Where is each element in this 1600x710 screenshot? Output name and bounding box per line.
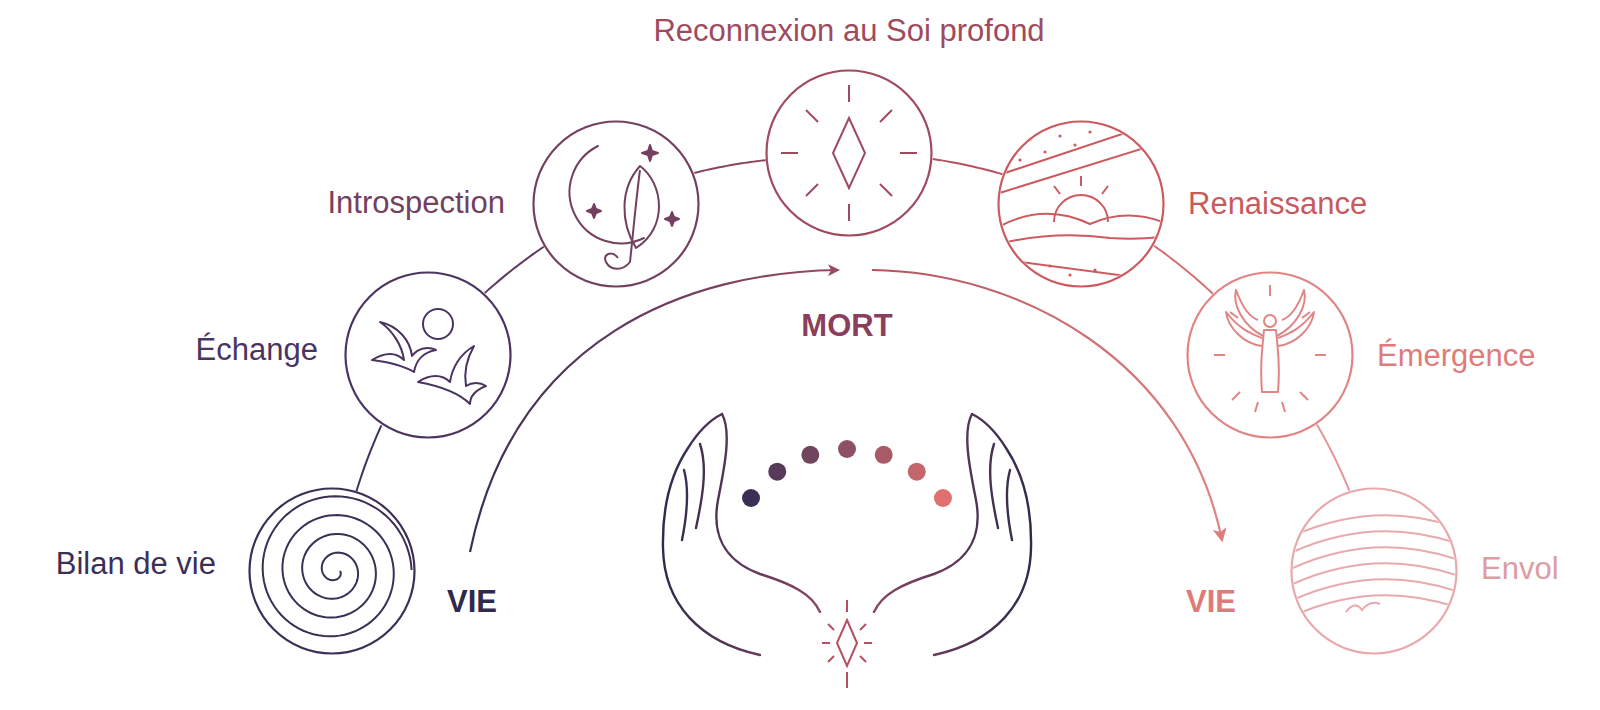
stage-circle: Reconnexion au Soi profond	[765, 69, 933, 237]
life-arrow	[872, 270, 1222, 540]
circle-outline	[248, 487, 416, 655]
horizon-icon	[1284, 515, 1464, 620]
birds-icon	[372, 309, 486, 404]
moon-feather-icon	[570, 145, 679, 269]
arc-connector	[356, 425, 381, 491]
circle-outline	[1186, 271, 1354, 439]
stage-label: Échange	[196, 332, 318, 368]
circle-outline	[997, 120, 1165, 288]
dot	[801, 446, 819, 464]
dot	[768, 463, 786, 481]
stage-label: Reconnexion au Soi profond	[653, 13, 1044, 49]
phase-label: VIE	[447, 584, 497, 620]
stage-circle: Émergence	[1186, 271, 1354, 439]
circle-outline	[1290, 487, 1458, 655]
circle-border	[999, 122, 1164, 287]
circle-border	[1292, 489, 1457, 654]
stage-circle: Envol	[1290, 487, 1458, 655]
circle-border	[346, 273, 511, 438]
circle-outline	[765, 69, 933, 237]
sunrise-dots	[1008, 130, 1096, 281]
diamond-icon	[781, 85, 917, 221]
stage-circle: Bilan de vie	[248, 487, 416, 655]
life-arrow	[470, 270, 838, 552]
dot	[934, 489, 952, 507]
dot	[908, 463, 926, 481]
stage-circle: Introspection	[532, 120, 700, 288]
circle-border	[767, 71, 932, 236]
dots	[742, 440, 952, 507]
stage-label: Envol	[1481, 551, 1559, 587]
bird-icon	[1346, 603, 1380, 612]
spiral-icon	[263, 496, 412, 636]
dot	[838, 440, 856, 458]
stage-circle: Renaissance	[997, 120, 1165, 288]
circle-outline	[532, 120, 700, 288]
phase-label: MORT	[801, 308, 892, 344]
stage-label: Renaissance	[1188, 186, 1367, 222]
stage-circle: Échange	[344, 271, 512, 439]
small-diamond	[822, 600, 872, 688]
circle-outline	[344, 271, 512, 439]
dot	[742, 489, 760, 507]
stage-label: Émergence	[1377, 338, 1536, 374]
arc-connector	[933, 159, 1003, 174]
circle-border	[534, 122, 699, 287]
arc-connector	[485, 247, 544, 293]
circle-border	[1188, 273, 1353, 438]
stage-label: Bilan de vie	[56, 546, 216, 582]
stage-label: Introspection	[328, 185, 506, 221]
dot	[875, 446, 893, 464]
arc-connector	[694, 160, 765, 173]
spiral-path	[263, 496, 412, 636]
circle-border	[250, 489, 415, 654]
arc-connector	[1317, 425, 1349, 491]
angel-icon	[1214, 285, 1326, 412]
phase-label: VIE	[1186, 584, 1236, 620]
arc-connector	[1154, 246, 1213, 294]
